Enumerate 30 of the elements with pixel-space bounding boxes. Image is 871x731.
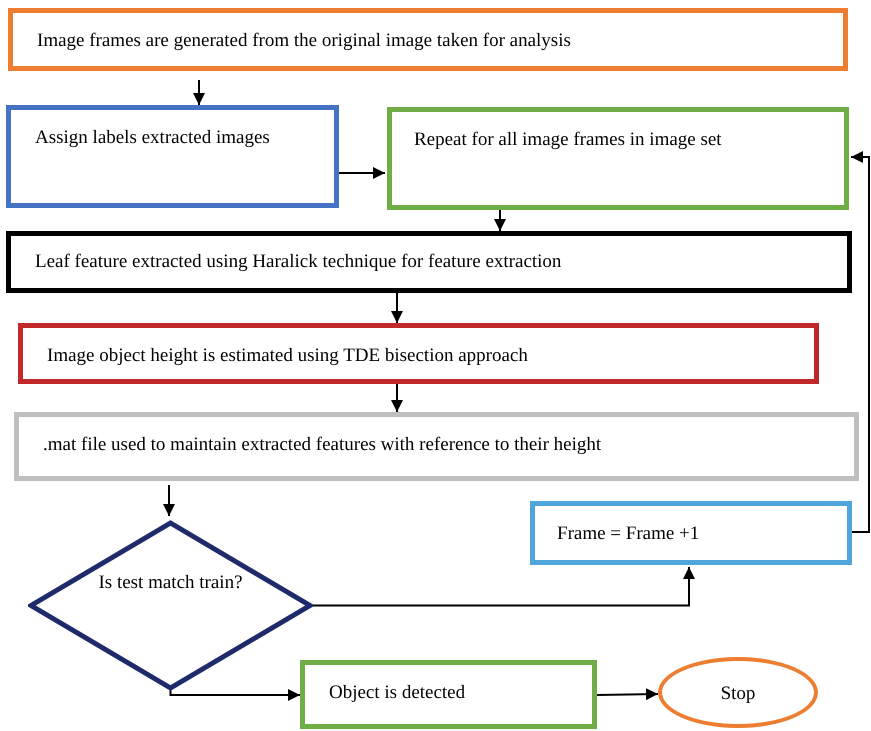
process-box bbox=[6, 231, 852, 293]
node-text: .mat file used to maintain extracted features with reference to their height bbox=[43, 434, 602, 457]
process-box bbox=[530, 501, 852, 565]
node-text: Stop bbox=[720, 683, 756, 706]
node-text: Image frames are generated from the original image taken for analysis bbox=[37, 30, 572, 53]
arrow bbox=[339, 167, 385, 179]
arrow bbox=[163, 485, 175, 516]
node-text: Frame = Frame +1 bbox=[557, 523, 700, 546]
arrow bbox=[193, 80, 205, 105]
node-text: Assign labels extracted images bbox=[35, 127, 271, 150]
process-box bbox=[300, 660, 597, 729]
process-box bbox=[14, 412, 859, 481]
decision-diamond bbox=[28, 520, 313, 691]
terminal-ellipse bbox=[658, 657, 818, 728]
process-box bbox=[6, 105, 339, 208]
node-text: Leaf feature extracted using Haralick technique for feature extraction bbox=[35, 251, 562, 274]
arrow bbox=[391, 293, 403, 323]
arrow bbox=[851, 151, 870, 533]
node-text: Object is detected bbox=[329, 682, 466, 705]
process-box bbox=[18, 323, 819, 384]
arrow bbox=[311, 567, 695, 606]
node-text: Repeat for all image frames in image set bbox=[414, 129, 723, 152]
arrow bbox=[494, 210, 506, 231]
process-box bbox=[8, 8, 848, 71]
arrow bbox=[596, 688, 658, 700]
process-box bbox=[387, 107, 849, 210]
node-text: Image object height is estimated using TDE bisection approach bbox=[47, 345, 529, 368]
node-text: Is test match train? bbox=[98, 572, 243, 595]
arrow bbox=[391, 384, 403, 412]
arrow bbox=[170, 689, 300, 701]
